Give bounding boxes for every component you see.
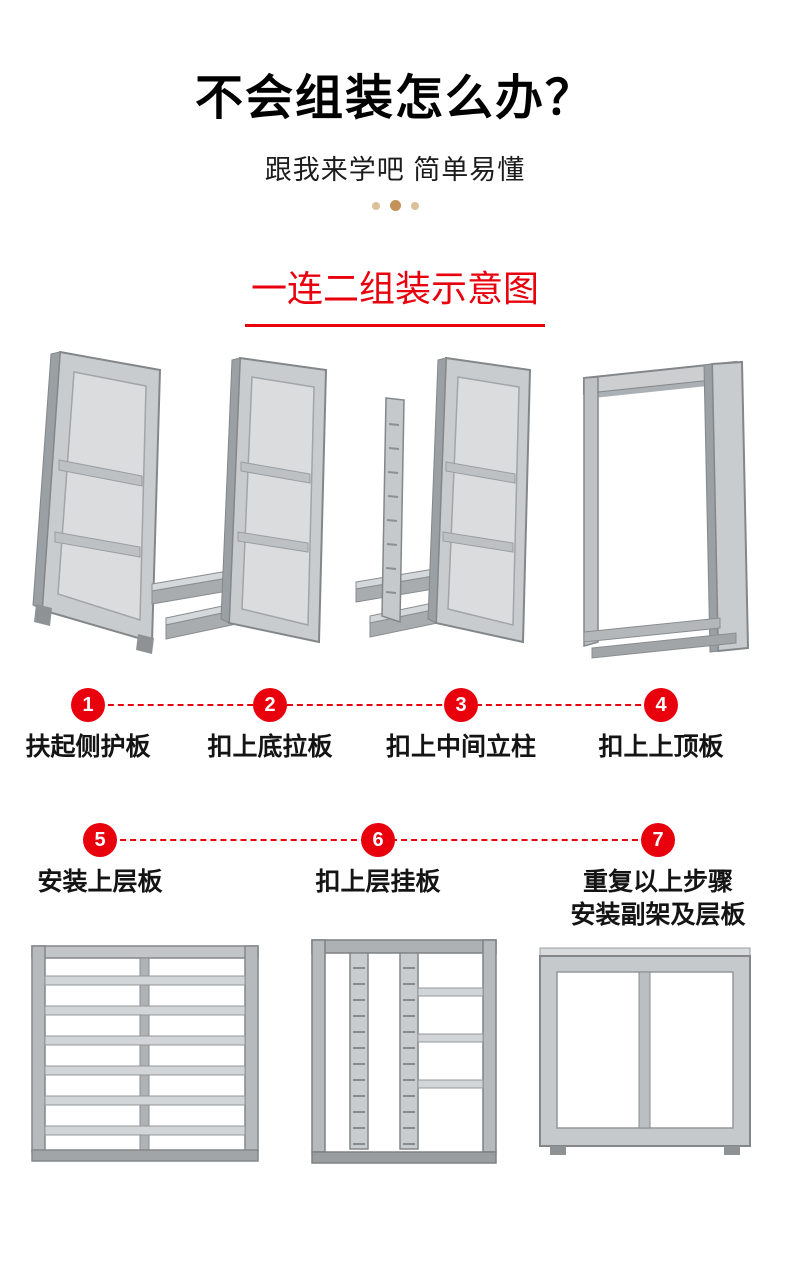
step-number: 4 [655, 694, 667, 716]
step-label-1: 扶起侧护板 [25, 733, 151, 761]
result-2-image [304, 930, 504, 1168]
step-label-5: 安装上层板 [37, 868, 163, 896]
step-label-4: 扣上上顶板 [598, 733, 724, 761]
page-title: 不会组装怎么办？ [194, 72, 595, 125]
step-badge-5: 5 [83, 823, 117, 857]
step-badge-1: 1 [71, 688, 105, 722]
page-subtitle: 跟我来学吧 简单易懂 [264, 155, 526, 185]
step-3-image [340, 344, 536, 668]
section-title: 一连二组装示意图 [0, 260, 790, 327]
result-3-image [526, 936, 764, 1162]
step-label-3: 扣上中间立柱 [385, 733, 537, 761]
step-number: 5 [94, 829, 106, 851]
step-number: 1 [82, 694, 94, 716]
step-label-7-line2: 安装副架及层板 [570, 901, 746, 929]
step-badge-7: 7 [641, 823, 675, 857]
step-number: 6 [372, 829, 384, 851]
assembled-shelf-figure [31, 945, 259, 1162]
step-badge-2: 2 [253, 688, 287, 722]
step-label-7-line1: 重复以上步骤 [582, 868, 734, 896]
decorative-dots [0, 200, 790, 211]
step-number: 7 [652, 829, 664, 851]
section-title-text: 一连二组装示意图 [244, 260, 545, 327]
dashed-connector-row1 [88, 704, 661, 706]
step-label-2: 扣上底拉板 [207, 733, 333, 761]
dot-icon [389, 200, 401, 211]
panel-with-rails-figure [151, 356, 328, 644]
panel-rails-post-figure [355, 356, 532, 644]
dot-icon [371, 201, 380, 210]
dot-icon [410, 201, 419, 210]
step-1-image [20, 340, 188, 668]
step-badge-3: 3 [444, 688, 478, 722]
result-1-image [26, 936, 264, 1166]
step-number: 2 [264, 694, 276, 716]
complete-frame-figure [583, 360, 750, 659]
frame-divider-figure [539, 947, 751, 1155]
step-number: 3 [455, 694, 467, 716]
step-label-6: 扣上层挂板 [315, 868, 441, 896]
step-2-image [138, 344, 338, 668]
step-badge-6: 6 [361, 823, 395, 857]
step-badge-4: 4 [644, 688, 678, 722]
step-label-7: 重复以上步骤 安装副架及层板 [570, 866, 745, 932]
side-panel-figure [32, 350, 162, 654]
step-4-image [566, 348, 752, 668]
hanging-strip-shelf-figure [311, 939, 497, 1164]
